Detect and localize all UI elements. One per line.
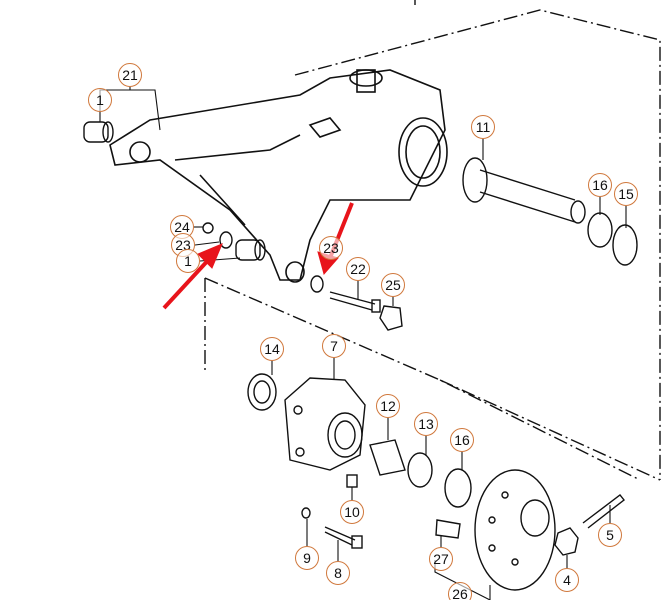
callout-8: 8 (326, 561, 350, 585)
callout-9: 9 (295, 546, 319, 570)
callout-22: 22 (346, 257, 370, 281)
callout-25: 25 (381, 273, 405, 297)
bolt-8 (324, 526, 356, 546)
spacer-12 (369, 439, 406, 476)
callout-13: 13 (414, 412, 438, 436)
callout-4: 4 (555, 568, 579, 592)
red-arrow-left (162, 243, 223, 310)
callout-23-right: 23 (319, 236, 343, 260)
bushing-upper (83, 121, 114, 143)
bolt-22-head (371, 299, 381, 313)
trailing-arm (109, 69, 448, 283)
washer-23b (310, 275, 324, 293)
callout-15: 15 (614, 182, 638, 206)
bearing-14 (247, 373, 277, 411)
circlip-15 (612, 224, 638, 266)
callout-14: 14 (260, 337, 284, 361)
leader-lines (99, 87, 627, 600)
bolt-22 (329, 291, 376, 311)
washer-9 (301, 507, 311, 519)
cap-nut-25 (379, 305, 403, 331)
callout-7: 7 (322, 334, 346, 358)
callout-21: 21 (118, 63, 142, 87)
callout-11: 11 (471, 115, 495, 139)
washer-23a (219, 231, 233, 249)
callout-12: 12 (376, 394, 400, 418)
cotter-pin-5 (582, 494, 625, 529)
bearing-housing-7 (284, 377, 366, 471)
callout-16: 16 (588, 173, 612, 197)
stub-axle-11 (462, 157, 586, 224)
callout-5: 5 (598, 523, 622, 547)
seal-16b (444, 468, 472, 508)
castle-nut-4 (554, 527, 579, 556)
callout-1-lower: 1 (176, 249, 200, 273)
seal-16a (587, 212, 613, 248)
callout-26: 26 (448, 582, 472, 600)
stud-27 (435, 519, 461, 539)
bearing-13 (407, 452, 433, 488)
callout-27: 27 (429, 547, 453, 571)
assembly-boundary-lines (204, 0, 661, 481)
callout-16-lower: 16 (450, 428, 474, 452)
bushing-lower (235, 239, 266, 261)
nut-24 (202, 222, 214, 234)
hub-disc-26 (474, 469, 556, 591)
callout-10: 10 (340, 500, 364, 524)
pin-10 (346, 474, 358, 488)
callout-1: 1 (88, 88, 112, 112)
